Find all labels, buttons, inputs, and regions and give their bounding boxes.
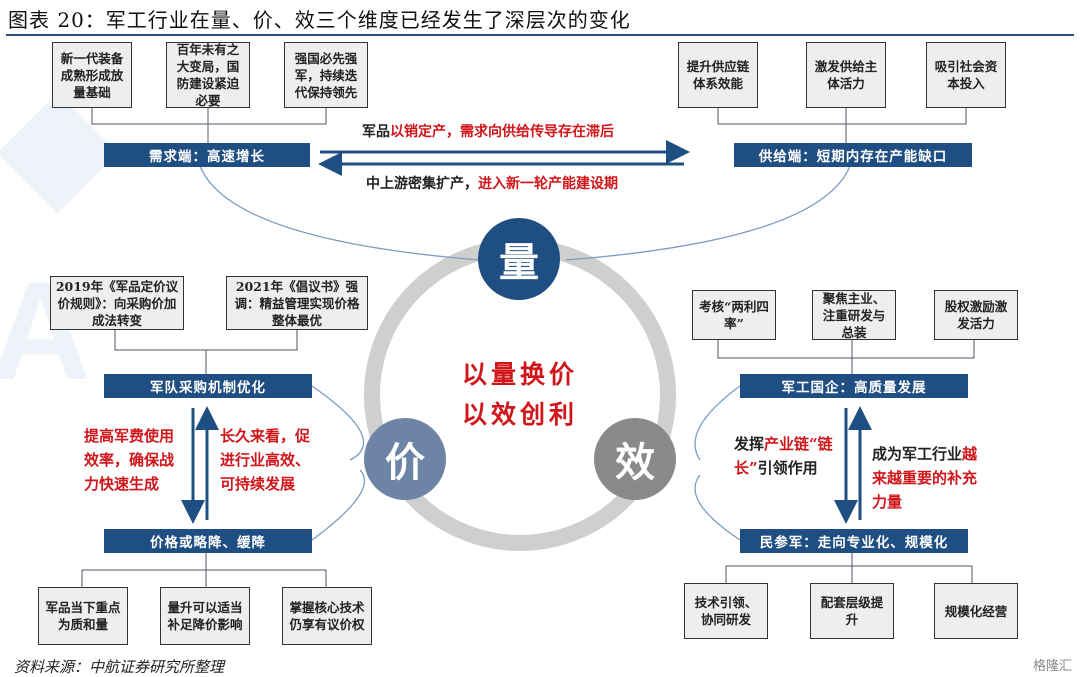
right-text-right: 成为军工行业越来越重要的补充力量 — [872, 442, 984, 514]
supply-box-3: 吸引社会资本投入 — [926, 42, 1006, 108]
left-bottom-box-1: 军品当下重点为质和量 — [38, 587, 128, 645]
right-text-left-black2: 引领作用 — [757, 459, 818, 477]
arrow-caption-bottom-black: 中上游密集扩产， — [366, 176, 478, 192]
right-text-left: 发挥产业链“链长”引领作用 — [734, 432, 834, 480]
left-bottom-box-2: 量升可以适当补足降价影响 — [160, 587, 250, 645]
right-top-box-2: 聚焦主业、注重研发与总装 — [812, 290, 896, 340]
efficiency-circle: 效 — [594, 418, 676, 500]
demand-box-2: 百年未有之大变局，国防建设紧迫必要 — [166, 42, 250, 108]
arrow-caption-bottom-red: 进入新一轮产能建设期 — [478, 176, 618, 192]
left-bar-top: 军队采购机制优化 — [104, 374, 312, 398]
demand-bar: 需求端：高速增长 — [104, 143, 310, 167]
supply-box-1: 提升供应链体系效能 — [678, 42, 758, 108]
right-top-box-1: 考核“两利四率” — [692, 290, 776, 340]
page-title: 图表 20：军工行业在量、价、效三个维度已经发生了深层次的变化 — [8, 8, 631, 32]
arrow-caption-bottom: 中上游密集扩产，进入新一轮产能建设期 — [366, 172, 618, 196]
left-bar-bottom: 价格或略降、缓降 — [104, 529, 312, 553]
left-text-left: 提高军费使用效率，确保战力快速生成 — [84, 427, 175, 493]
right-bottom-box-1: 技术引领、协同研发 — [684, 583, 768, 639]
right-text-right-black: 成为军工行业 — [872, 445, 963, 463]
right-bar-bottom: 民参军：走向专业化、规模化 — [740, 529, 968, 553]
title-rule — [6, 34, 1074, 36]
left-text-right: 长久来看，促进行业高效、可持续发展 — [220, 427, 311, 493]
price-circle: 价 — [364, 418, 446, 500]
left-bottom-box-3: 掌握核心技术仍享有议价权 — [282, 587, 372, 645]
left-top-box-2: 2021年《倡议书》强调：精益管理实现价格整体最优 — [226, 276, 368, 330]
arrow-caption-top: 军品以销定产，需求向供给传导存在滞后 — [362, 120, 614, 144]
supply-bar: 供给端：短期内存在产能缺口 — [734, 143, 972, 167]
right-bar-top: 军工国企：高质量发展 — [740, 374, 968, 398]
right-bottom-box-2: 配套层级提升 — [810, 583, 894, 639]
volume-circle: 量 — [478, 218, 560, 300]
center-line-1: 以量换价 — [461, 360, 578, 389]
right-text-right-red: 越来越重要的补充力量 — [872, 445, 978, 511]
source-note: 资料来源：中航证券研究所整理 — [14, 658, 225, 676]
right-text-left-red: 产业链“链长” — [734, 435, 833, 477]
right-bottom-box-3: 规模化经营 — [934, 583, 1018, 639]
arrow-caption-top-red: 以销定产，需求向供给传导存在滞后 — [390, 124, 614, 140]
arrow-caption-top-black: 军品 — [362, 124, 390, 140]
right-top-box-3: 股权激励激发活力 — [934, 290, 1018, 340]
right-text-left-black1: 发挥 — [734, 435, 765, 453]
supply-box-2: 激发供给主体活力 — [806, 42, 886, 108]
watermark-logo: 格隆汇 — [1032, 658, 1072, 673]
demand-box-1: 新一代装备成熟形成放量基础 — [52, 42, 132, 108]
left-top-box-1: 2019年《军品定价议价规则》：向采购价加成法转变 — [50, 276, 184, 330]
center-line-2: 以效创利 — [461, 400, 578, 429]
demand-box-3: 强国必先强军，持续迭代保持领先 — [284, 42, 368, 108]
